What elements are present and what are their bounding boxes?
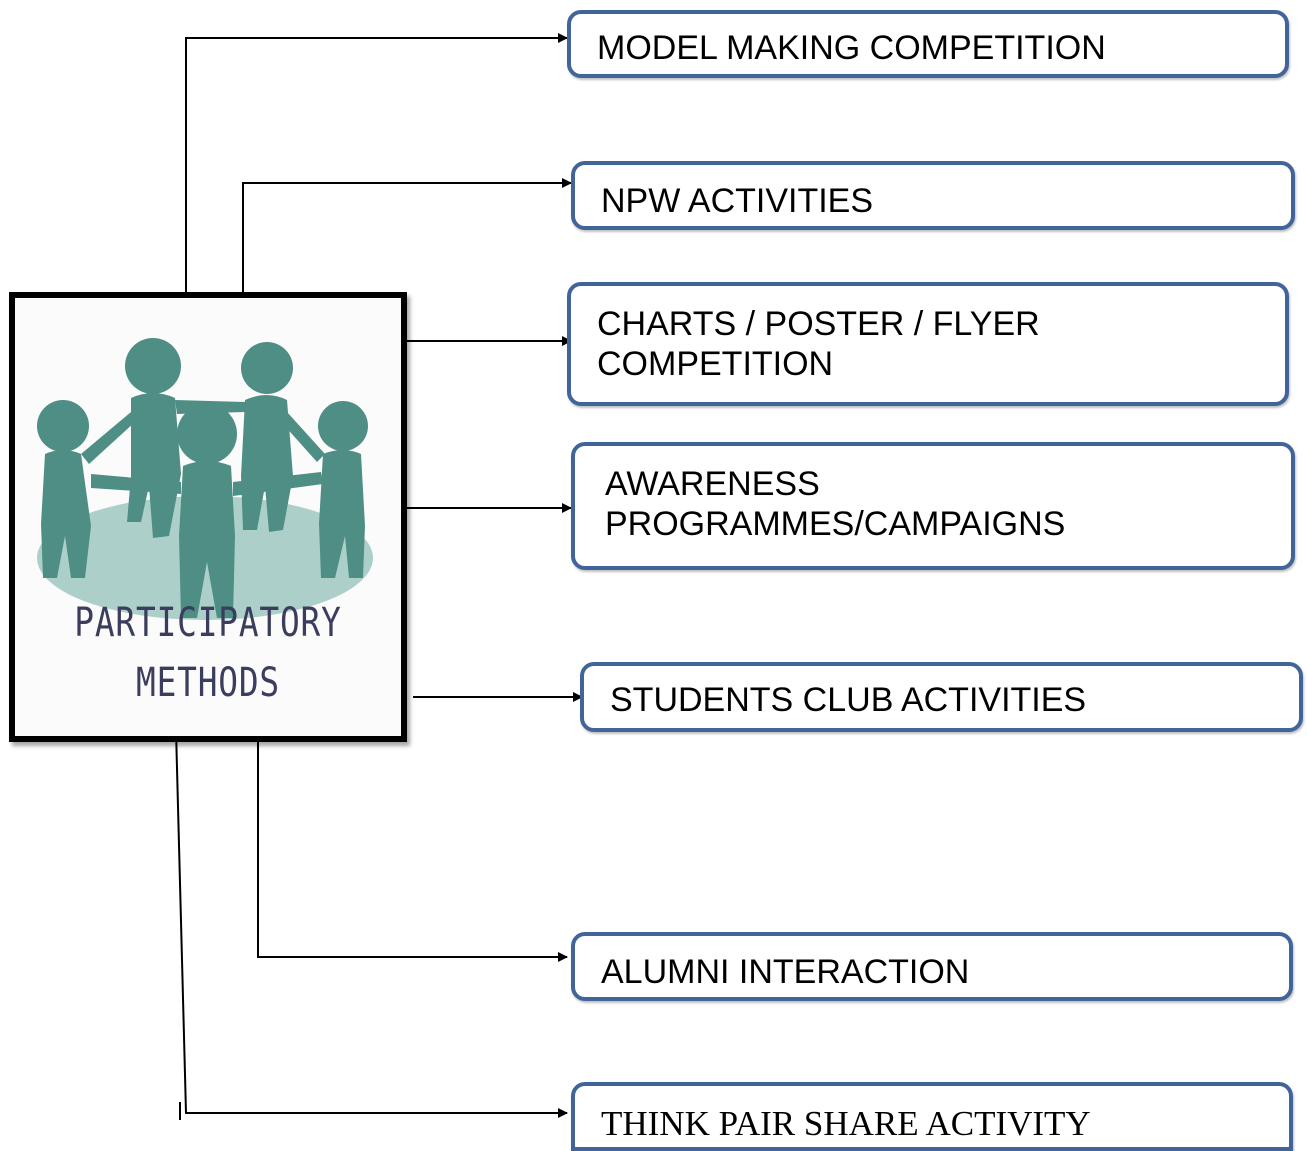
node-model-making: MODEL MAKING COMPETITION [567, 10, 1289, 78]
node-charts-line1: CHARTS / POSTER / FLYER [597, 305, 1040, 343]
node-npw-label: NPW ACTIVITIES [601, 182, 874, 220]
node-think-pair-label: THINK PAIR SHARE ACTIVITY [601, 1104, 1091, 1143]
node-charts: CHARTS / POSTER / FLYER COMPETITION [567, 282, 1289, 406]
connector-think-pair [175, 729, 568, 1118]
node-model-making-label: MODEL MAKING COMPETITION [597, 29, 1106, 67]
node-awareness-line2: PROGRAMMES/CAMPAIGNS [605, 505, 1066, 543]
node-think-pair: THINK PAIR SHARE ACTIVITY [571, 1082, 1293, 1151]
node-students-club: STUDENTS CLUB ACTIVITIES [580, 662, 1303, 732]
center-title-line1: PARTICIPATORY [74, 600, 342, 646]
node-alumni-label: ALUMNI INTERACTION [601, 953, 970, 991]
node-npw: NPW ACTIVITIES [571, 161, 1295, 230]
connector-alumni [257, 730, 568, 962]
node-alumni: ALUMNI INTERACTION [571, 932, 1293, 1001]
connector-npw [242, 178, 572, 294]
center-title-line2: METHODS [136, 660, 280, 706]
node-students-club-label: STUDENTS CLUB ACTIVITIES [610, 681, 1087, 719]
connector-model-making [185, 33, 568, 294]
node-awareness: AWARENESS PROGRAMMES/CAMPAIGNS [571, 442, 1295, 570]
people-circle-icon [37, 338, 373, 620]
figures [37, 338, 368, 618]
participatory-methods-image: PARTICIPATORY METHODS [9, 292, 407, 742]
node-awareness-line1: AWARENESS [605, 465, 820, 503]
node-charts-line2: COMPETITION [597, 345, 834, 383]
